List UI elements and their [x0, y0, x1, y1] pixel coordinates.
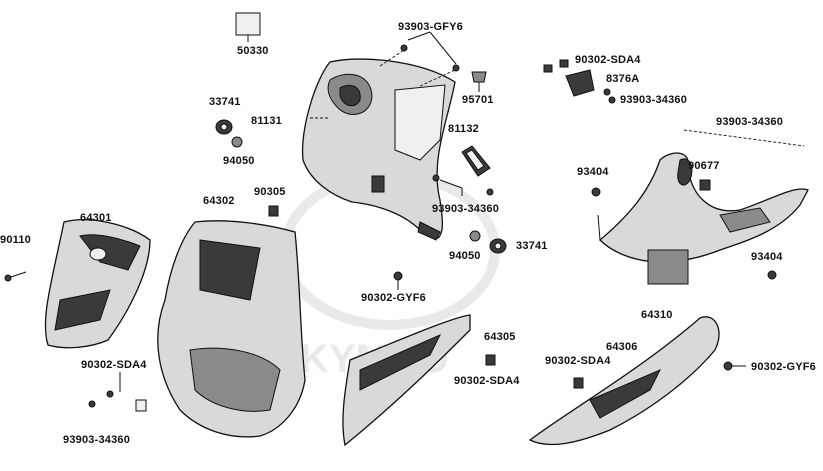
label-93903-34360-bottom: 93903-34360: [63, 434, 131, 446]
label-50330: 50330: [237, 45, 269, 57]
label-90305: 90305: [254, 186, 286, 198]
nut-90677: [699, 179, 711, 191]
bolt-90110: [4, 271, 27, 282]
label-95701: 95701: [462, 94, 494, 106]
bolt-90302-gyf6-mid: [393, 271, 403, 290]
front-shield-64301: [44, 219, 151, 349]
screws-93903-34360-mid: [432, 174, 494, 196]
clips-90302-sda4-left: [88, 372, 147, 412]
label-64306: 64306: [606, 341, 638, 353]
label-33741-left: 33741: [209, 96, 241, 108]
bolt-93903-gfy6: [400, 31, 460, 72]
label-81132: 81132: [448, 123, 479, 135]
grommet-33741-left: [215, 119, 243, 148]
label-64310: 64310: [641, 309, 673, 321]
label-90302-sda4-mid: 90302-SDA4: [454, 375, 520, 387]
label-93903-34360-top: 93903-34360: [620, 94, 688, 106]
clip-95701: [471, 71, 487, 92]
label-93404-bottom: 93404: [751, 251, 783, 263]
label-93903-34360-right: 93903-34360: [716, 116, 784, 128]
label-33741-right: 33741: [516, 240, 548, 252]
label-8376a: 8376A: [606, 73, 640, 85]
label-93903-gfy6: 93903-GFY6: [398, 21, 463, 33]
label-90110: 90110: [0, 234, 31, 246]
screw-93404-bottom: [767, 270, 777, 280]
label-90302-gyf6-mid: 90302-GYF6: [361, 292, 426, 304]
bolt-90302-gyf6-right: [723, 361, 746, 371]
side-cover-64306: [528, 316, 720, 446]
side-cover-64305: [342, 314, 496, 447]
label-64302: 64302: [203, 195, 235, 207]
label-64301: 64301: [80, 212, 112, 224]
label-sheet-50330: [235, 12, 261, 42]
label-90302-sda4-top: 90302-SDA4: [575, 54, 641, 66]
floor-panel-64310: [597, 129, 809, 285]
label-93404-top: 93404: [577, 166, 609, 178]
label-90677: 90677: [688, 160, 720, 172]
grommet-33741-right: [469, 230, 507, 254]
label-93903-34360-mid: 93903-34360: [432, 203, 500, 215]
label-81131: 81131: [251, 115, 282, 127]
label-94050-left: 94050: [223, 155, 255, 167]
front-body-64302: [157, 205, 306, 438]
label-64305: 64305: [484, 331, 516, 343]
label-94050-right: 94050: [449, 250, 481, 262]
lid-81132: [461, 145, 491, 177]
screw-93404-top: [591, 187, 601, 197]
inner-cover-81131: [301, 49, 456, 241]
part-8376a: [543, 59, 616, 104]
label-90302-sda4-left: 90302-SDA4: [81, 359, 147, 371]
label-90302-sda4-right: 90302-SDA4: [545, 355, 611, 367]
label-90302-gyf6-right: 90302-GYF6: [751, 361, 816, 373]
